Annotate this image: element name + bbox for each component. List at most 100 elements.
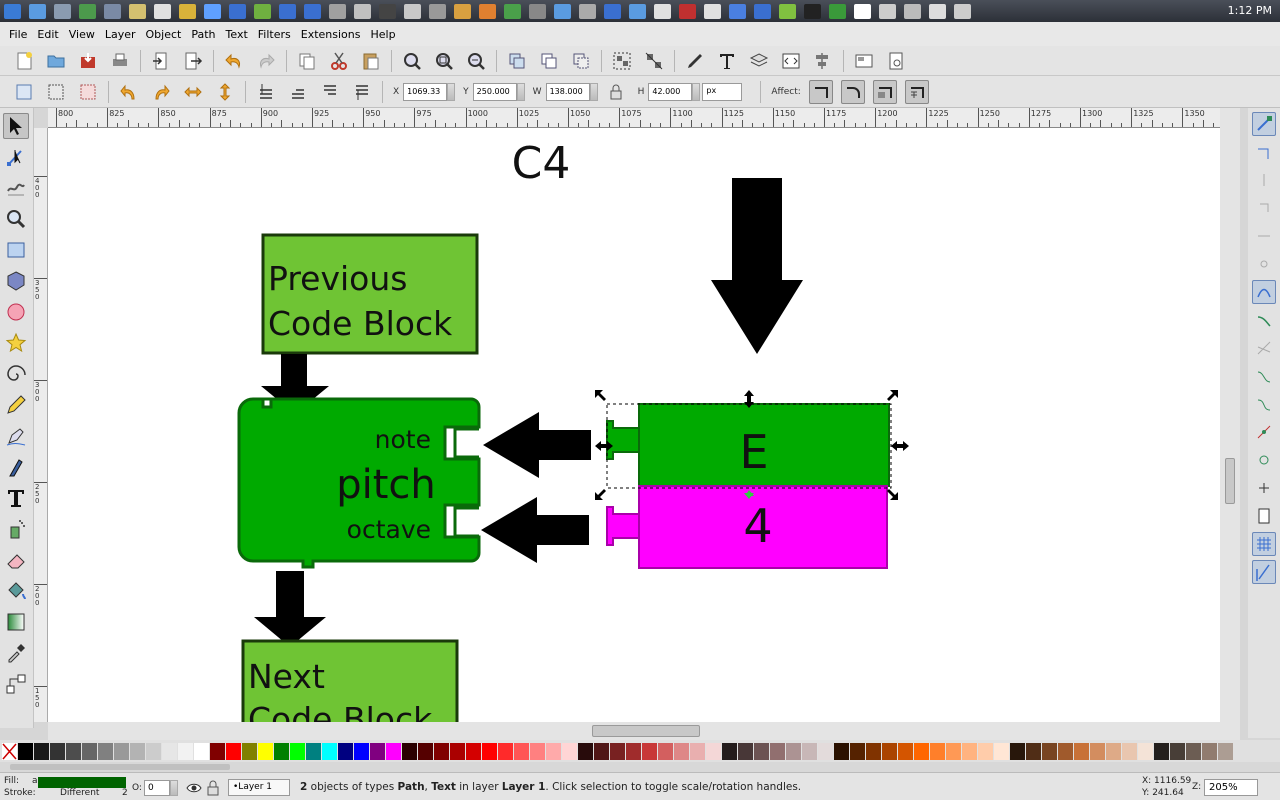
new-document-icon[interactable] (12, 49, 36, 73)
palette-swatch[interactable] (914, 742, 929, 760)
taskbar-app-icon[interactable] (154, 3, 171, 19)
palette-swatch[interactable] (1154, 742, 1169, 760)
undo-icon[interactable] (222, 49, 246, 73)
unlink-clone-icon[interactable] (569, 49, 593, 73)
palette-swatch[interactable] (1218, 742, 1233, 760)
previous-block[interactable] (261, 233, 479, 355)
menu-object[interactable]: Object (145, 27, 182, 41)
taskbar-app-icon[interactable] (629, 3, 646, 19)
taskbar-app-icon[interactable] (54, 3, 71, 19)
menu-help[interactable]: Help (370, 27, 396, 41)
palette-swatch[interactable] (562, 742, 577, 760)
document-properties-icon[interactable] (852, 49, 876, 73)
snap-enable-icon[interactable] (1252, 112, 1276, 136)
note-value-text[interactable]: E (739, 425, 768, 479)
taskbar-app-icon[interactable] (904, 3, 921, 19)
taskbar-app-icon[interactable] (729, 3, 746, 19)
snap-paths-icon[interactable] (1252, 308, 1276, 332)
palette-swatch[interactable] (434, 742, 449, 760)
palette-swatch[interactable] (162, 742, 177, 760)
taskbar-app-icon[interactable] (404, 3, 421, 19)
transform-gradients-icon[interactable] (872, 79, 897, 104)
palette-swatch[interactable] (402, 742, 417, 760)
raise-icon[interactable] (318, 80, 342, 104)
w-field[interactable] (545, 82, 590, 101)
taskbar-app-icon[interactable] (754, 3, 771, 19)
arrow-left-octave[interactable] (481, 497, 589, 563)
palette-swatch[interactable] (1058, 742, 1073, 760)
layer-select[interactable]: •Layer 1 (228, 779, 290, 796)
taskbar-app-icon[interactable] (304, 3, 321, 19)
snap-bbox-center-icon[interactable] (1252, 252, 1276, 276)
taskbar-app-icon[interactable] (829, 3, 846, 19)
palette-swatch[interactable] (1122, 742, 1137, 760)
x-field[interactable] (403, 82, 448, 101)
clone-icon[interactable] (537, 49, 561, 73)
palette-swatch[interactable] (722, 742, 737, 760)
palette-swatch[interactable] (322, 742, 337, 760)
rotate-cw-icon[interactable] (149, 80, 173, 104)
zoom-drawing-icon[interactable] (432, 49, 456, 73)
palette-swatch[interactable] (82, 742, 97, 760)
no-paint-swatch[interactable] (2, 742, 17, 760)
taskbar-app-icon[interactable] (529, 3, 546, 19)
menu-layer[interactable]: Layer (104, 27, 136, 41)
paint-bucket-tool-icon[interactable] (3, 578, 29, 604)
snap-bbox-corner-icon[interactable] (1252, 196, 1276, 220)
next-block[interactable] (241, 639, 459, 722)
palette-swatch[interactable] (290, 742, 305, 760)
palette-swatch[interactable] (274, 742, 289, 760)
paste-icon[interactable] (359, 49, 383, 73)
duplicate-icon[interactable] (505, 49, 529, 73)
palette-swatch[interactable] (370, 742, 385, 760)
tweak-tool-icon[interactable] (3, 175, 29, 201)
arrow-down-2[interactable] (254, 571, 326, 647)
palette-swatch[interactable] (1186, 742, 1201, 760)
palette-swatch[interactable] (1106, 742, 1121, 760)
palette-swatch[interactable] (498, 742, 513, 760)
arrow-down-large[interactable] (711, 178, 803, 354)
rectangle-tool-icon[interactable] (3, 237, 29, 263)
lock-icon[interactable] (604, 80, 628, 104)
xml-editor-icon[interactable] (779, 49, 803, 73)
print-icon[interactable] (108, 49, 132, 73)
snap-intersections-icon[interactable] (1252, 336, 1276, 360)
palette-swatch[interactable] (610, 742, 625, 760)
dropper-tool-icon[interactable] (3, 640, 29, 666)
eye-icon[interactable] (186, 780, 202, 796)
fill-swatch[interactable] (38, 777, 126, 788)
spray-tool-icon[interactable] (3, 516, 29, 542)
taskbar-app-icon[interactable] (929, 3, 946, 19)
align-distribute-icon[interactable] (811, 49, 835, 73)
palette-swatch[interactable] (674, 742, 689, 760)
vertical-scroll-thumb[interactable] (1225, 458, 1235, 504)
select-all-icon[interactable] (12, 80, 36, 104)
palette-swatch[interactable] (994, 742, 1009, 760)
menu-path[interactable]: Path (191, 27, 216, 41)
scale-stroke-icon[interactable] (808, 79, 833, 104)
cut-icon[interactable] (327, 49, 351, 73)
zoom-field[interactable]: 205% (1204, 779, 1258, 796)
palette-swatch[interactable] (98, 742, 113, 760)
menu-edit[interactable]: Edit (37, 27, 59, 41)
palette-swatch[interactable] (178, 742, 193, 760)
palette-swatch[interactable] (866, 742, 881, 760)
selection-handles[interactable] (595, 390, 909, 500)
fill-stroke-icon[interactable] (683, 49, 707, 73)
note-value-block[interactable] (638, 403, 890, 487)
menu-filters[interactable]: Filters (257, 27, 291, 41)
x-spinner[interactable] (447, 82, 456, 101)
palette-swatch[interactable] (930, 742, 945, 760)
palette-swatch[interactable] (1090, 742, 1105, 760)
w-spinner[interactable] (589, 82, 598, 101)
copy-icon[interactable] (295, 49, 319, 73)
taskbar-app-icon[interactable] (854, 3, 871, 19)
export-icon[interactable] (181, 49, 205, 73)
palette-swatch[interactable] (50, 742, 65, 760)
palette-swatch[interactable] (834, 742, 849, 760)
handle-sw[interactable] (595, 489, 606, 500)
palette-swatch[interactable] (258, 742, 273, 760)
palette-swatch[interactable] (130, 742, 145, 760)
eraser-tool-icon[interactable] (3, 547, 29, 573)
